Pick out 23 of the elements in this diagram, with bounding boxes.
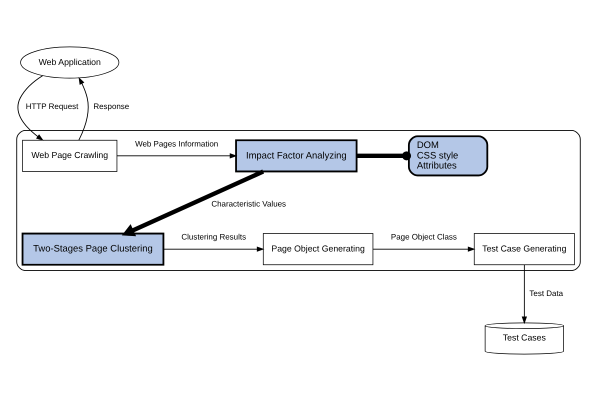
node-box: Web Page Crawling	[22, 139, 118, 172]
arrow	[163, 246, 264, 252]
arrow	[18, 74, 44, 140]
edge-label: Characteristic Values	[211, 199, 286, 208]
edge-label: Page Object Class	[390, 232, 457, 242]
edge-label: Test Data	[529, 288, 564, 298]
edge-label: Clustering Results	[181, 232, 246, 242]
edge-label: Response	[93, 102, 130, 111]
node-box: Test Case Generating	[474, 232, 575, 265]
edge-label: HTTP Request	[26, 102, 78, 111]
arrow	[122, 169, 264, 236]
arrow	[116, 152, 238, 158]
node-ellipse: Web Application	[20, 46, 120, 78]
edge-label: Web Pages Information	[135, 138, 218, 148]
node-box: Two-Stages Page Clustering	[22, 232, 164, 266]
arrow	[372, 246, 476, 252]
connector	[356, 150, 412, 160]
arrow	[78, 76, 89, 140]
node-box: Page Object Generating	[262, 232, 374, 265]
arrow	[522, 264, 527, 324]
cluster	[16, 129, 581, 271]
node-box: Impact Factor Analyzing	[235, 138, 358, 172]
node-box: DOM CSS style Attributes	[408, 134, 488, 176]
